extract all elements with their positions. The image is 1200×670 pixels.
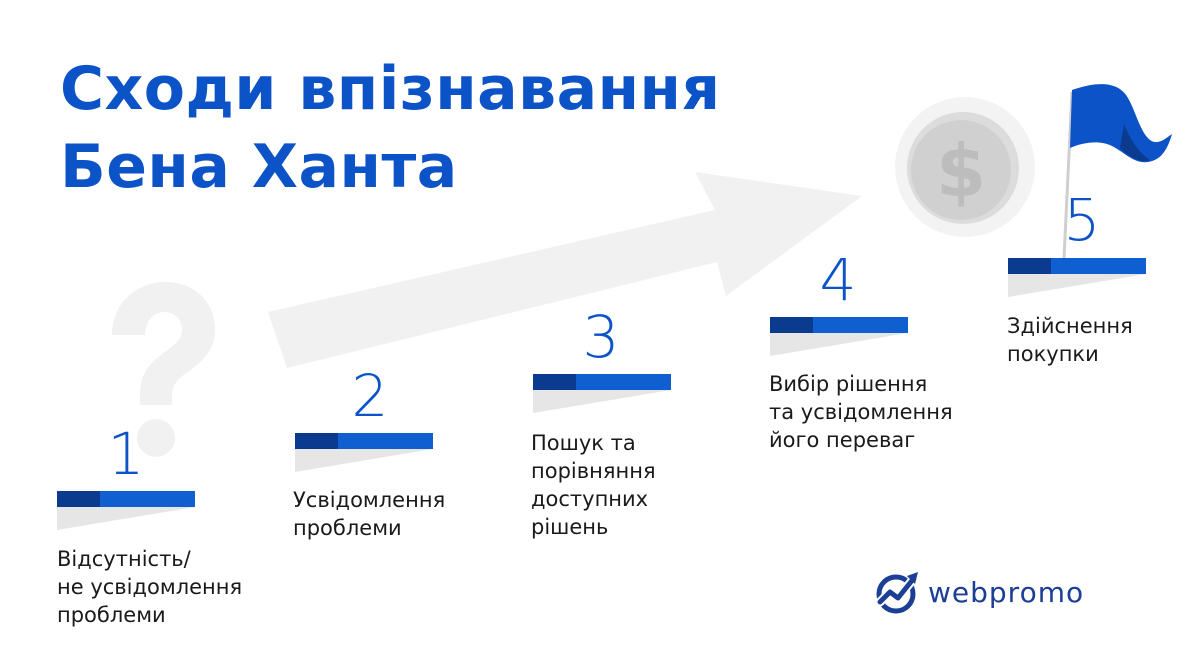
dollar-coin-icon: $ bbox=[895, 97, 1035, 237]
question-mark-icon bbox=[112, 282, 215, 457]
step-number: 2 bbox=[351, 362, 389, 430]
step-label: Здійснення покупки bbox=[1007, 314, 1133, 366]
step-bar bbox=[295, 433, 433, 449]
webpromo-logo-icon bbox=[875, 572, 919, 614]
step-number: 1 bbox=[107, 420, 145, 488]
step-number: 4 bbox=[819, 246, 857, 314]
flag-icon bbox=[1062, 84, 1172, 259]
title-line-1: Сходи впізнавання bbox=[60, 54, 721, 124]
title-line-2: Бена Ханта bbox=[60, 132, 458, 202]
step-bar bbox=[57, 491, 195, 507]
step-bar bbox=[533, 374, 671, 390]
logo-text: webpromo bbox=[928, 575, 1085, 609]
step-label: Вибір рішення та усвідомлення його перев… bbox=[769, 372, 953, 452]
page-title: Сходи впізнавання Бена Ханта bbox=[60, 50, 721, 206]
arrow-icon bbox=[268, 172, 862, 368]
step-number: 5 bbox=[1063, 186, 1101, 254]
step-bar bbox=[1008, 258, 1146, 274]
step-number: 3 bbox=[582, 303, 620, 371]
step-bar bbox=[770, 317, 908, 333]
step-label: Пошук та порівняння доступних рішень bbox=[531, 431, 656, 539]
webpromo-logo: webpromo bbox=[874, 568, 1084, 616]
svg-text:$: $ bbox=[936, 129, 986, 213]
step-label: Відсутність/ не усвідомлення проблеми bbox=[57, 547, 243, 627]
step-label: Усвідомлення проблеми bbox=[293, 488, 446, 540]
bar-shadows bbox=[57, 274, 1146, 530]
